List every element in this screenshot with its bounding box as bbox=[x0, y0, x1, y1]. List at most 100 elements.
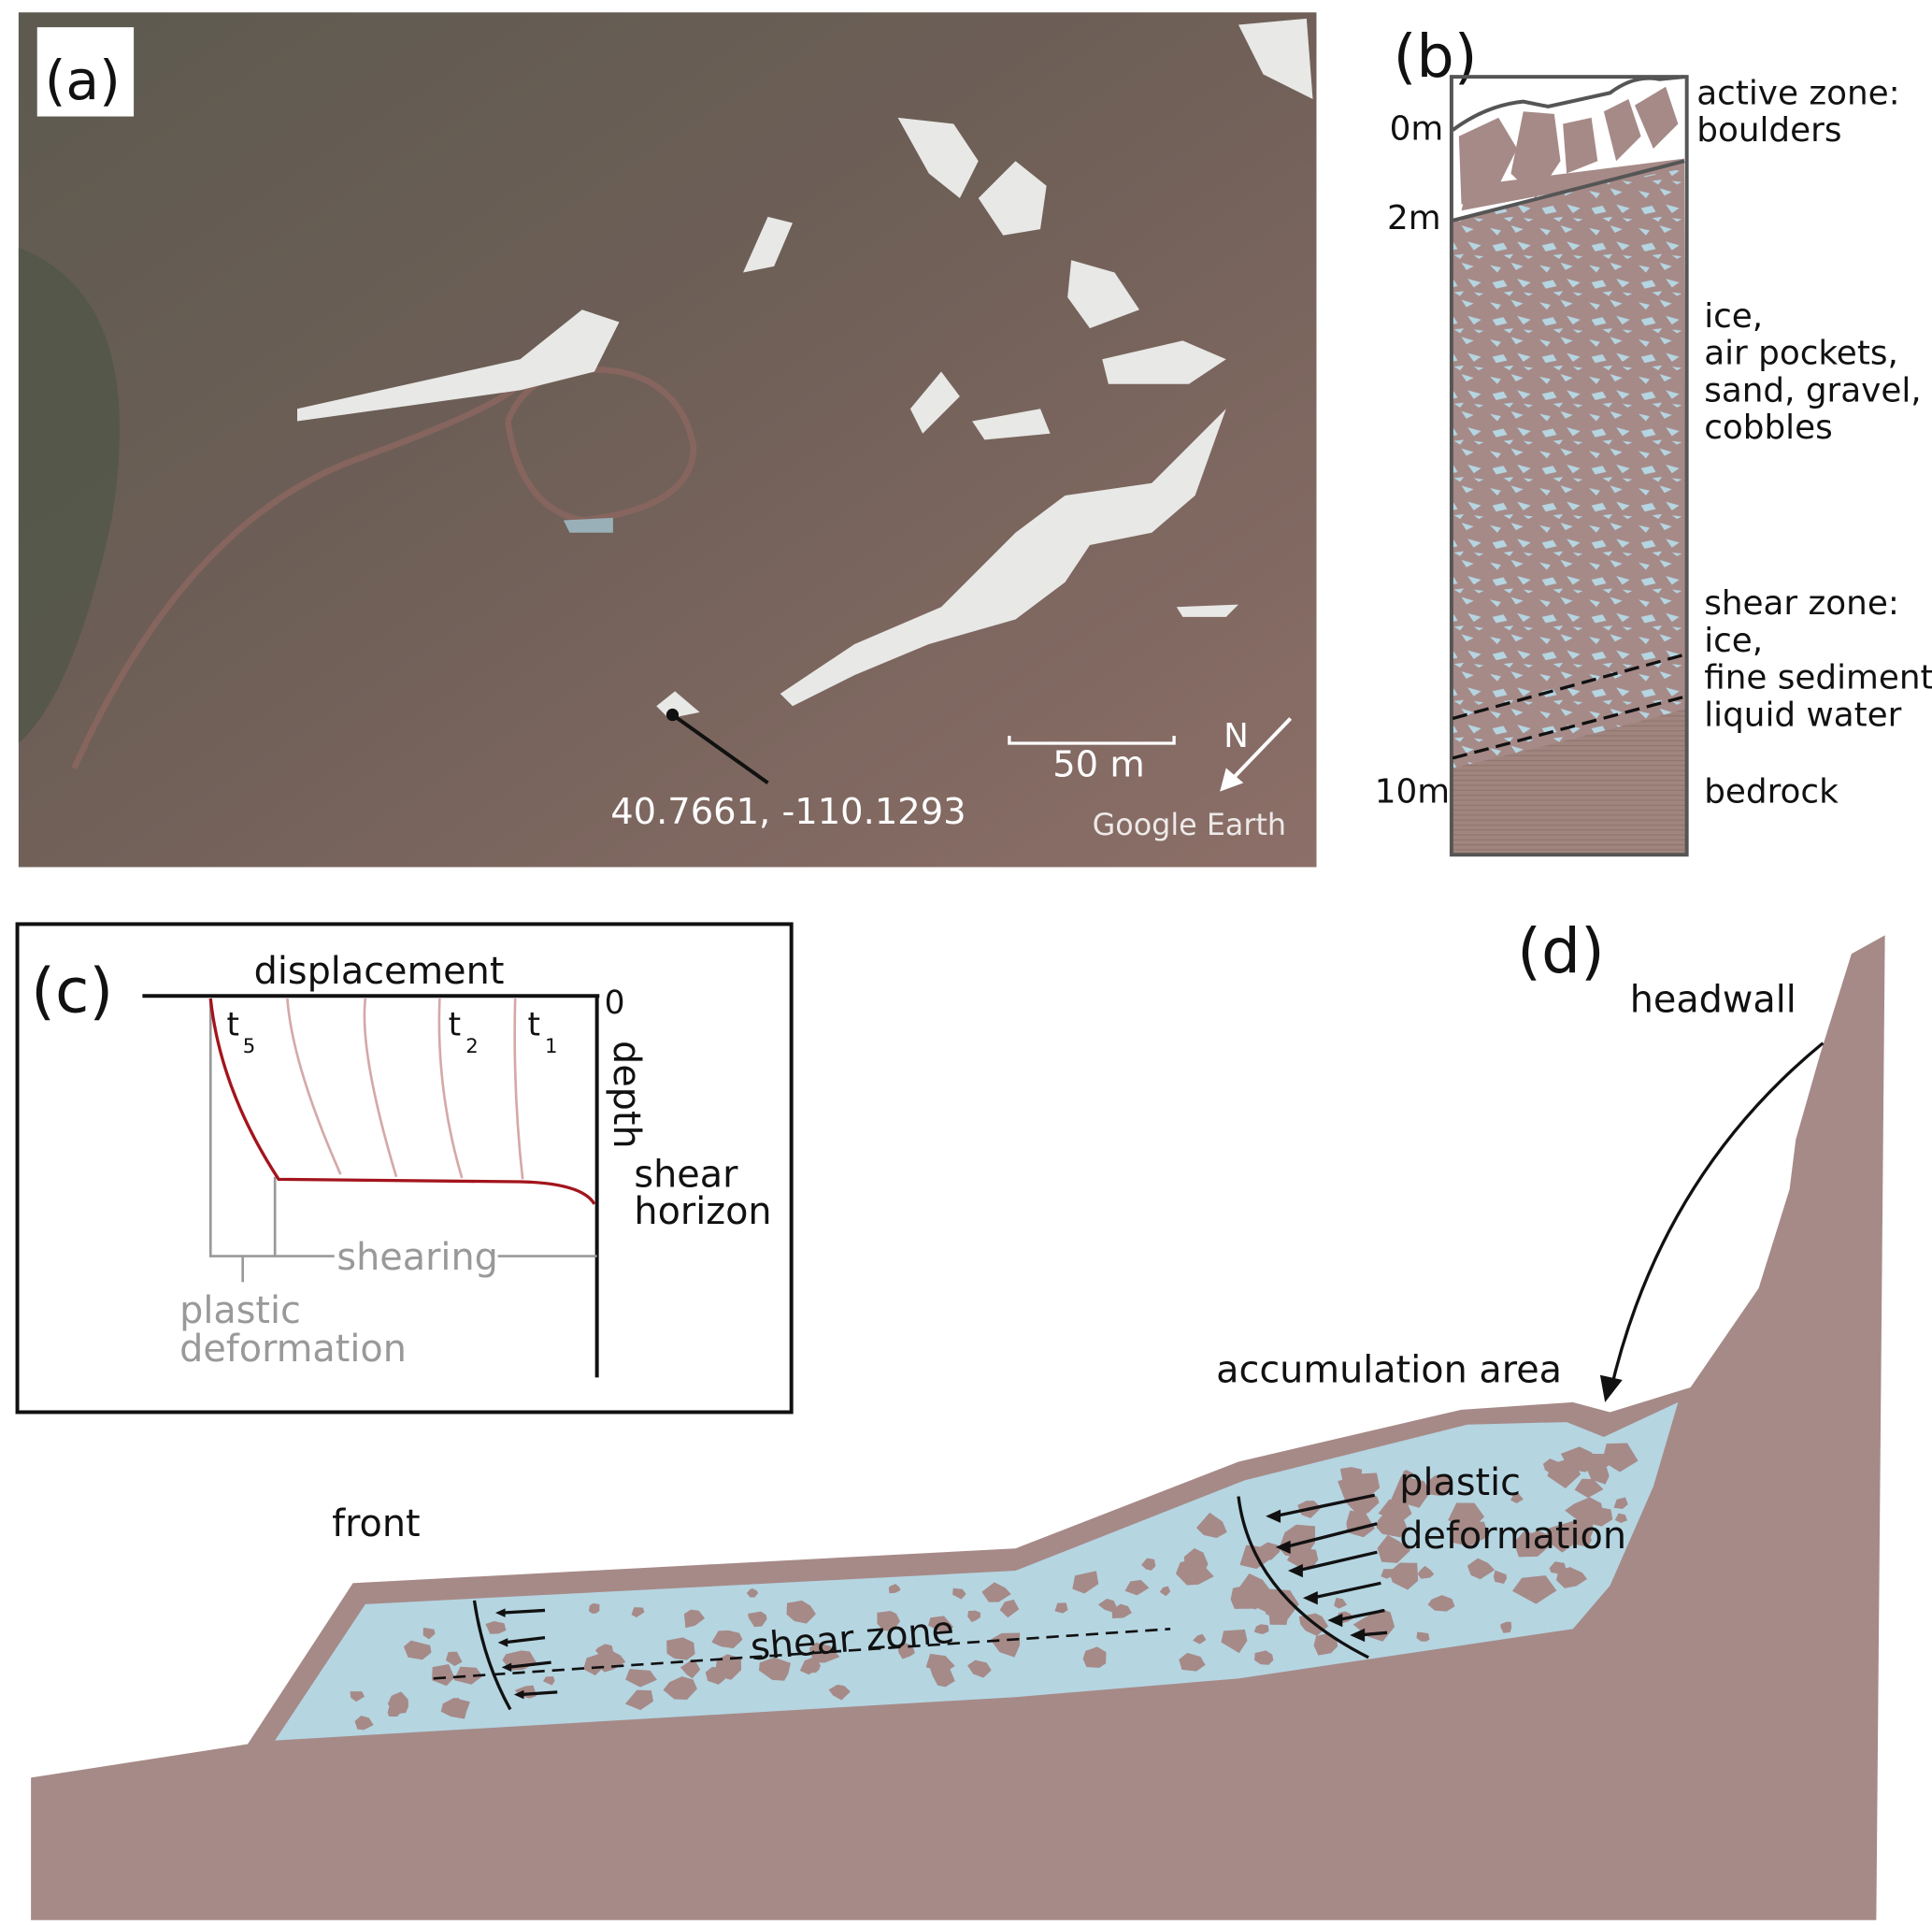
rock-clast bbox=[1265, 1605, 1278, 1616]
rock-clast bbox=[1339, 1467, 1363, 1487]
bedrock-label: bedrock bbox=[1704, 773, 1839, 812]
active-zone-label: active zone: bbox=[1696, 74, 1899, 112]
rock-clast bbox=[485, 1620, 507, 1634]
rock-clast bbox=[445, 1651, 463, 1666]
rock-clast bbox=[1613, 1497, 1628, 1509]
rock-clast bbox=[1450, 1520, 1490, 1547]
rock-clast bbox=[1253, 1624, 1269, 1634]
shear-zone-dashed-line bbox=[433, 1628, 1171, 1680]
panel-c-frame bbox=[15, 922, 794, 1415]
deformation-brackets bbox=[208, 1000, 597, 1283]
displacement-curve-t5 bbox=[208, 998, 596, 1205]
rock-clast bbox=[999, 1599, 1020, 1618]
rock-clast bbox=[1377, 1534, 1411, 1563]
rock-clast bbox=[1183, 1547, 1209, 1574]
depth-label-10m: 10m bbox=[1375, 773, 1450, 812]
rock-clast bbox=[543, 1675, 555, 1686]
column-outline bbox=[1449, 75, 1689, 857]
rock-clast bbox=[1253, 1650, 1274, 1665]
front-velocity-profile bbox=[472, 1600, 512, 1711]
flow-arrow bbox=[1283, 1522, 1378, 1549]
shear-zone-top-dashed bbox=[1452, 652, 1688, 721]
curve-label-t5: t bbox=[226, 1007, 239, 1044]
rock-clast bbox=[1082, 1646, 1107, 1668]
shear-zone-label-4: liquid water bbox=[1704, 696, 1901, 734]
rock-clast bbox=[966, 1659, 992, 1678]
location-leader-line bbox=[671, 712, 769, 784]
rock-clast bbox=[1500, 1621, 1512, 1633]
rock-clast bbox=[877, 1610, 901, 1632]
rock-clast bbox=[715, 1654, 742, 1680]
rock-clast bbox=[925, 1653, 955, 1674]
scale-bar-label: 50 m bbox=[1052, 744, 1145, 786]
rock-clast bbox=[888, 1584, 901, 1594]
flow-arrows bbox=[495, 1493, 1388, 1700]
plastic-deformation-label-d-2: deformation bbox=[1399, 1515, 1626, 1558]
rock-clast bbox=[403, 1640, 432, 1660]
arrowhead-icon bbox=[497, 1638, 508, 1647]
arrowhead-icon bbox=[513, 1689, 524, 1700]
ice-body bbox=[275, 1401, 1679, 1741]
rock-clast bbox=[1097, 1599, 1118, 1613]
rock-clast bbox=[1179, 1652, 1206, 1672]
rock-clast bbox=[453, 1666, 483, 1685]
rock-clast bbox=[1448, 1502, 1485, 1531]
rock-clast bbox=[624, 1689, 654, 1711]
shear-horizon-label-2: horizon bbox=[634, 1190, 771, 1233]
panel-b-label: (b) bbox=[1394, 22, 1478, 91]
arrowhead-icon bbox=[1327, 1613, 1343, 1628]
rock-clast bbox=[1417, 1565, 1435, 1579]
panel-d-rock-glacier-cross-section: (d) headwall accumulation area front pla… bbox=[31, 915, 1885, 1920]
rock-clast bbox=[387, 1691, 408, 1715]
arrowhead-icon bbox=[1350, 1628, 1366, 1643]
plastic-deformation-label: plastic bbox=[179, 1289, 301, 1332]
rock-clast bbox=[1141, 1558, 1156, 1571]
active-zone-boundary bbox=[1452, 159, 1685, 223]
rock-clast bbox=[952, 1587, 966, 1600]
depth-label-2m: 2m bbox=[1387, 199, 1441, 237]
flow-arrow bbox=[501, 1608, 546, 1615]
rock-clast bbox=[1054, 1602, 1068, 1614]
layer-labels: active zone: boulders ice, air pockets, … bbox=[1696, 74, 1932, 811]
rock-clast bbox=[758, 1657, 791, 1681]
flow-arrow bbox=[1336, 1608, 1385, 1622]
rock-clast bbox=[1543, 1521, 1581, 1553]
scale-bar bbox=[1008, 736, 1176, 745]
depth-label-0m: 0m bbox=[1390, 110, 1444, 149]
curve-label-t5-sub: 5 bbox=[243, 1034, 255, 1057]
rock-clast bbox=[828, 1684, 851, 1701]
north-arrow-icon bbox=[1220, 717, 1293, 792]
ice-label-3: sand, gravel, bbox=[1704, 371, 1921, 409]
rock-clast bbox=[631, 1607, 645, 1618]
rock-clast bbox=[1401, 1470, 1413, 1482]
rock-clast bbox=[1159, 1586, 1171, 1597]
flow-arrow bbox=[520, 1690, 558, 1697]
ice-label-4: cobbles bbox=[1704, 409, 1833, 447]
rock-clast bbox=[967, 1610, 981, 1623]
panel-d-label: (d) bbox=[1517, 915, 1605, 987]
rock-clast bbox=[1072, 1571, 1099, 1594]
panel-a-label-bg bbox=[36, 27, 135, 117]
origin-label: 0 bbox=[605, 984, 625, 1022]
plastic-deformation-label-2: deformation bbox=[179, 1328, 407, 1371]
rock-clast bbox=[1522, 1530, 1552, 1554]
rock-clast bbox=[1493, 1570, 1508, 1584]
rock-glacier-ridge bbox=[71, 381, 522, 769]
shear-zone-label-2: ice, bbox=[1704, 622, 1763, 660]
arrowhead-icon bbox=[501, 1662, 512, 1673]
shear-horizon-label: shear bbox=[634, 1153, 738, 1196]
rock-clast bbox=[432, 1663, 455, 1687]
rock-clast bbox=[422, 1627, 436, 1640]
shearing-label: shearing bbox=[336, 1236, 497, 1279]
upper-velocity-profile bbox=[1237, 1496, 1369, 1659]
bedrock-layer bbox=[1453, 708, 1687, 855]
rock-clast bbox=[663, 1676, 697, 1700]
panel-a-aerial-photo: (a) 40.7661, -110.1293 50 m N Google Ear… bbox=[18, 12, 1317, 868]
rock-clast bbox=[1391, 1475, 1430, 1508]
rock-clast bbox=[588, 1602, 600, 1614]
rock-clast bbox=[1427, 1595, 1455, 1612]
curve-label-t1-sub: 1 bbox=[545, 1034, 557, 1057]
rock-clast bbox=[930, 1668, 955, 1688]
headwall-arrowhead-icon bbox=[1599, 1374, 1623, 1402]
curve-label-t2: t bbox=[449, 1007, 462, 1044]
